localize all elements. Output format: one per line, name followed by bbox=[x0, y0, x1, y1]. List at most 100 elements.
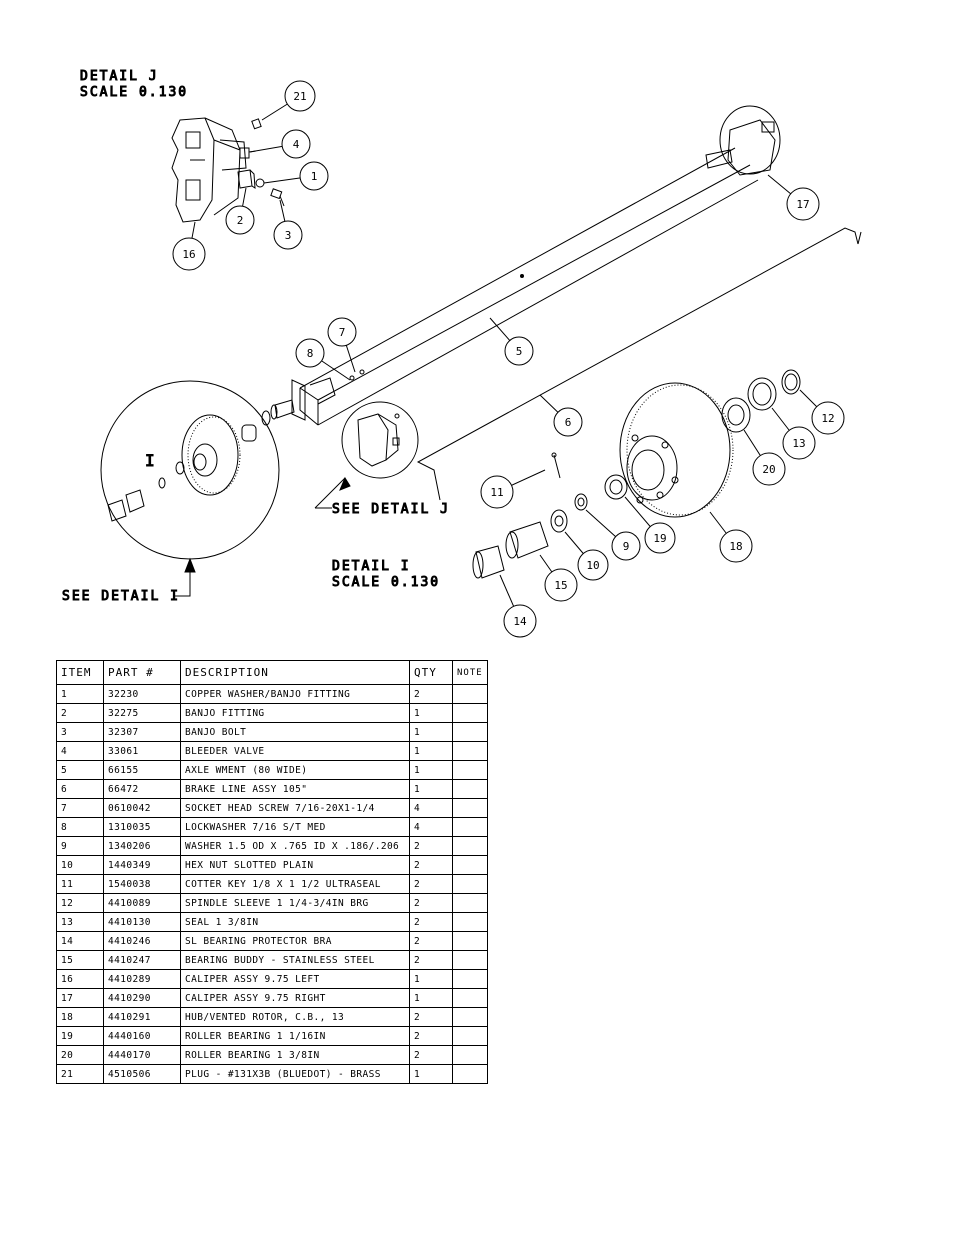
cell-description: ROLLER BEARING 1 1/16IN bbox=[180, 1026, 410, 1046]
cell-qty: 1 bbox=[409, 741, 453, 761]
cell-description: BANJO FITTING bbox=[180, 703, 410, 723]
cell-qty: 1 bbox=[409, 722, 453, 742]
cell-item: 3 bbox=[56, 722, 104, 742]
cell-item: 8 bbox=[56, 817, 104, 837]
bearing-protector bbox=[472, 545, 505, 579]
callout-10 bbox=[577, 549, 609, 581]
cell-part: 4410247 bbox=[103, 950, 181, 970]
seal-small bbox=[261, 410, 271, 426]
cell-part: 4410290 bbox=[103, 988, 181, 1008]
cell-qty: 2 bbox=[409, 1007, 453, 1027]
cell-part: 4410089 bbox=[103, 893, 181, 913]
cell-part: 4510506 bbox=[103, 1064, 181, 1084]
cell-description: LOCKWASHER 7/16 S/T MED bbox=[180, 817, 410, 837]
callout-16-label: 16 bbox=[182, 248, 195, 261]
caliper-left bbox=[171, 117, 247, 223]
callout-18-label: 18 bbox=[729, 540, 742, 553]
cell-qty: 2 bbox=[409, 1026, 453, 1046]
spindle-left bbox=[270, 399, 295, 420]
cell-part: 1310035 bbox=[103, 817, 181, 837]
cell-description: COTTER KEY 1/8 X 1 1/2 ULTRASEAL bbox=[180, 874, 410, 894]
cell-qty: 4 bbox=[409, 798, 453, 818]
cell-note bbox=[452, 684, 488, 704]
cell-part: 1440349 bbox=[103, 855, 181, 875]
callout-14 bbox=[503, 604, 537, 638]
spindle-sleeve bbox=[781, 369, 801, 395]
cell-description: BRAKE LINE ASSY 105" bbox=[180, 779, 410, 799]
cell-description: ROLLER BEARING 1 3/8IN bbox=[180, 1045, 410, 1065]
cell-part: 4410291 bbox=[103, 1007, 181, 1027]
cell-description: BEARING BUDDY - STAINLESS STEEL bbox=[180, 950, 410, 970]
cell-description: HEX NUT SLOTTED PLAIN bbox=[180, 855, 410, 875]
header-qty: QTY bbox=[409, 660, 453, 685]
callout-21-label: 21 bbox=[293, 90, 306, 103]
cell-description: COPPER WASHER/BANJO FITTING bbox=[180, 684, 410, 704]
callout-13 bbox=[782, 426, 816, 460]
cell-part: 66472 bbox=[103, 779, 181, 799]
cell-qty: 2 bbox=[409, 950, 453, 970]
callout-3-label: 3 bbox=[285, 229, 292, 242]
cell-qty: 2 bbox=[409, 1045, 453, 1065]
callout-3 bbox=[273, 220, 303, 250]
cell-qty: 2 bbox=[409, 893, 453, 913]
axle-tube bbox=[299, 147, 759, 426]
header-item: ITEM bbox=[56, 660, 104, 685]
detail-i-letter: I bbox=[145, 451, 155, 470]
detail-i-scale: SCALE 0.130 bbox=[332, 575, 440, 590]
detail-i-leader bbox=[175, 565, 191, 597]
cell-part: 33061 bbox=[103, 741, 181, 761]
callout-10-label: 10 bbox=[586, 559, 599, 572]
cell-note bbox=[452, 1064, 488, 1084]
cell-item: 19 bbox=[56, 1026, 104, 1046]
header-note: NOTE bbox=[452, 660, 488, 685]
cell-part: 4410289 bbox=[103, 969, 181, 989]
cell-note bbox=[452, 703, 488, 723]
cell-qty: 1 bbox=[409, 969, 453, 989]
cell-item: 18 bbox=[56, 1007, 104, 1027]
callout-5-label: 5 bbox=[516, 345, 523, 358]
detail-j-scale: SCALE 0.130 bbox=[80, 85, 188, 100]
cell-item: 14 bbox=[56, 931, 104, 951]
callout-17 bbox=[786, 187, 820, 221]
cell-item: 5 bbox=[56, 760, 104, 780]
cell-item: 11 bbox=[56, 874, 104, 894]
cell-part: 4440170 bbox=[103, 1045, 181, 1065]
banjo-fitting bbox=[237, 169, 256, 189]
cotter-key bbox=[553, 454, 561, 479]
cell-description: HUB/VENTED ROTOR, C.B., 13 bbox=[180, 1007, 410, 1027]
washer-small bbox=[175, 461, 185, 475]
cell-note bbox=[452, 1026, 488, 1046]
detail-i-arrow bbox=[184, 557, 196, 573]
callout-12 bbox=[811, 401, 845, 435]
callout-9-label: 9 bbox=[623, 540, 630, 553]
cell-note bbox=[452, 741, 488, 761]
callout-11 bbox=[480, 475, 514, 509]
cell-item: 12 bbox=[56, 893, 104, 913]
cell-item: 20 bbox=[56, 1045, 104, 1065]
seal-large bbox=[747, 377, 777, 411]
cell-note bbox=[452, 855, 488, 875]
cell-note bbox=[452, 760, 488, 780]
header-part: PART # bbox=[103, 660, 181, 685]
cell-qty: 1 bbox=[409, 988, 453, 1008]
callout-20 bbox=[752, 452, 786, 486]
detail-j-circle bbox=[341, 401, 419, 479]
callout-20-label: 20 bbox=[762, 463, 775, 476]
callout-13-label: 13 bbox=[792, 437, 805, 450]
header-description: DESCRIPTION bbox=[180, 660, 410, 685]
cell-qty: 1 bbox=[409, 703, 453, 723]
cell-qty: 2 bbox=[409, 855, 453, 875]
cell-qty: 2 bbox=[409, 684, 453, 704]
cell-description: CALIPER ASSY 9.75 LEFT bbox=[180, 969, 410, 989]
cell-note bbox=[452, 1007, 488, 1027]
cell-qty: 1 bbox=[409, 779, 453, 799]
cell-part: 32230 bbox=[103, 684, 181, 704]
hex-nut-slotted bbox=[550, 509, 568, 533]
